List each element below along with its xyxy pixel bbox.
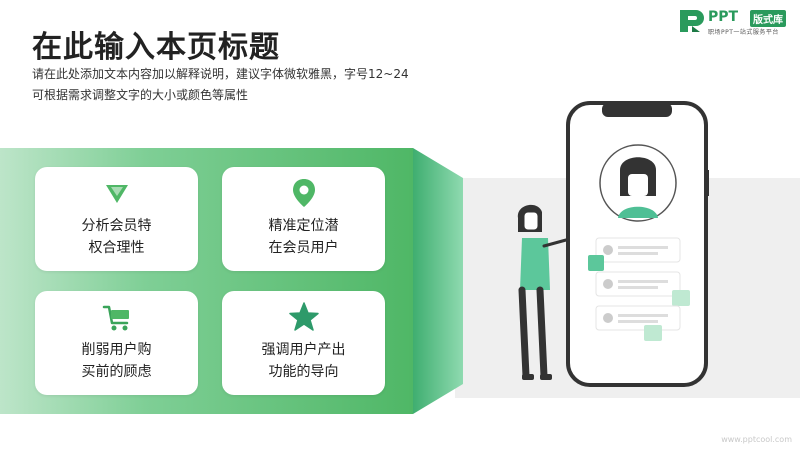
feature-card-label: 分析会员特 权合理性 <box>81 218 152 256</box>
location-pin-icon <box>292 179 315 207</box>
chat-bubble-icons <box>588 237 690 341</box>
phone-illustration <box>517 101 709 387</box>
logo-mark-icon <box>680 10 704 32</box>
star-icon <box>288 302 319 331</box>
feature-card-1: 分析会员特 权合理性 <box>35 167 198 271</box>
subtitle-line-2: 可根据需求调整文字的大小或颜色等属性 <box>32 88 249 102</box>
green-panel-side <box>413 148 463 414</box>
logo-brand: PPT <box>708 9 739 25</box>
feature-card-label: 强调用户产出 功能的导向 <box>261 342 346 380</box>
page-title: 在此输入本页标题 <box>32 30 280 65</box>
diamond-icon <box>105 185 128 203</box>
logo-badge: 版式库 <box>750 10 786 27</box>
brand-logo: PPT 版式库 职场PPT一站式服务平台 <box>678 8 794 38</box>
logo-tagline: 职场PPT一站式服务平台 <box>708 29 779 36</box>
profile-avatar-icon <box>599 144 677 222</box>
feature-card-4: 强调用户产出 功能的导向 <box>222 291 385 395</box>
page-subtitle: 请在此处添加文本内容加以解释说明，建议字体微软雅黑，字号12~24 可根据需求调… <box>32 64 472 106</box>
subtitle-line-1: 请在此处添加文本内容加以解释说明，建议字体微软雅黑，字号12~24 <box>32 67 409 81</box>
feature-card-3: 削弱用户购 买前的顾虑 <box>35 291 198 395</box>
feature-card-2: 精准定位潜 在会员用户 <box>222 167 385 271</box>
feature-card-label: 削弱用户购 买前的顾虑 <box>81 342 152 380</box>
shopping-cart-icon <box>102 305 129 331</box>
feature-card-label: 精准定位潜 在会员用户 <box>268 218 339 256</box>
woman-figure-icon <box>517 204 568 380</box>
footer-url: www.pptcool.com <box>721 435 792 444</box>
